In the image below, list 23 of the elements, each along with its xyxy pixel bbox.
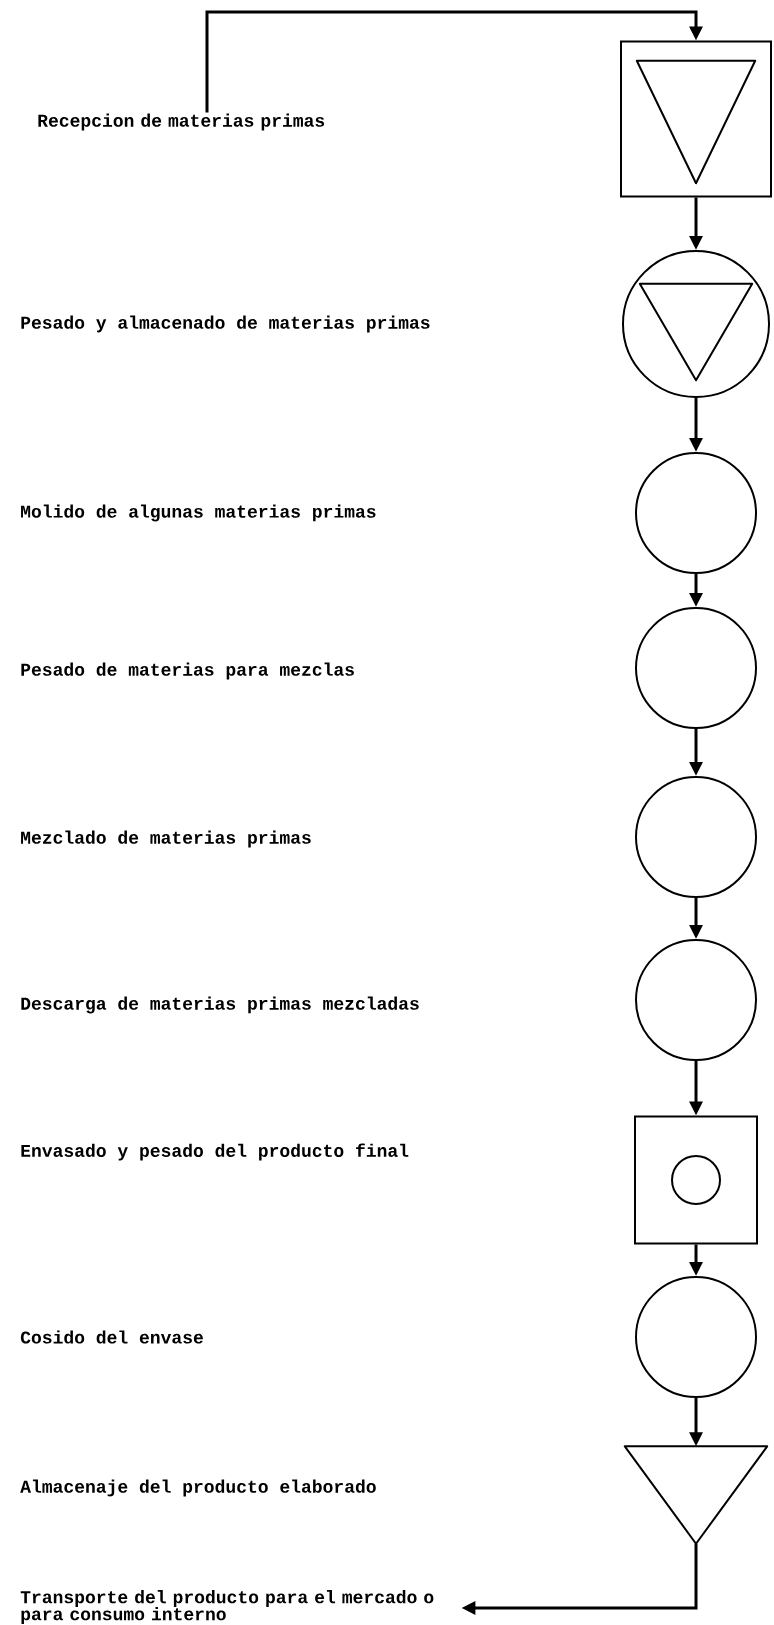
step-label: Descarga de materias primas mezcladas <box>21 996 419 1014</box>
step-label: Envasado y pesado del producto final <box>21 1143 409 1161</box>
storage-triangle <box>635 59 757 185</box>
operation-circle <box>635 776 757 898</box>
step-label: Pesado de materias para mezclas <box>21 662 354 680</box>
step-label: Pesado y almacenado de materias primas <box>21 315 430 333</box>
step-text: Transporte del producto para el mercado o para consumo interno <box>20 1590 434 1624</box>
storage-triangle <box>623 1445 769 1545</box>
operation-circle <box>635 607 757 729</box>
storage-triangle <box>638 282 754 382</box>
operation-circle <box>635 939 757 1061</box>
operation-circle <box>635 452 757 574</box>
step-label: Cosido del envase <box>20 1330 203 1344</box>
operation-circle <box>635 1276 757 1398</box>
operation-circle <box>671 1155 721 1205</box>
step-label: Molido de algunas materias primas <box>21 504 376 522</box>
arrow <box>205 10 703 113</box>
step-label: Mezclado de materias primas <box>21 830 311 848</box>
process-box <box>620 40 772 198</box>
process-box <box>634 1115 758 1245</box>
step-label: Almacenaje del producto elaborado <box>20 1479 376 1497</box>
operation-circle <box>622 250 770 398</box>
step-text: Recepcion de materias primas <box>38 113 325 131</box>
